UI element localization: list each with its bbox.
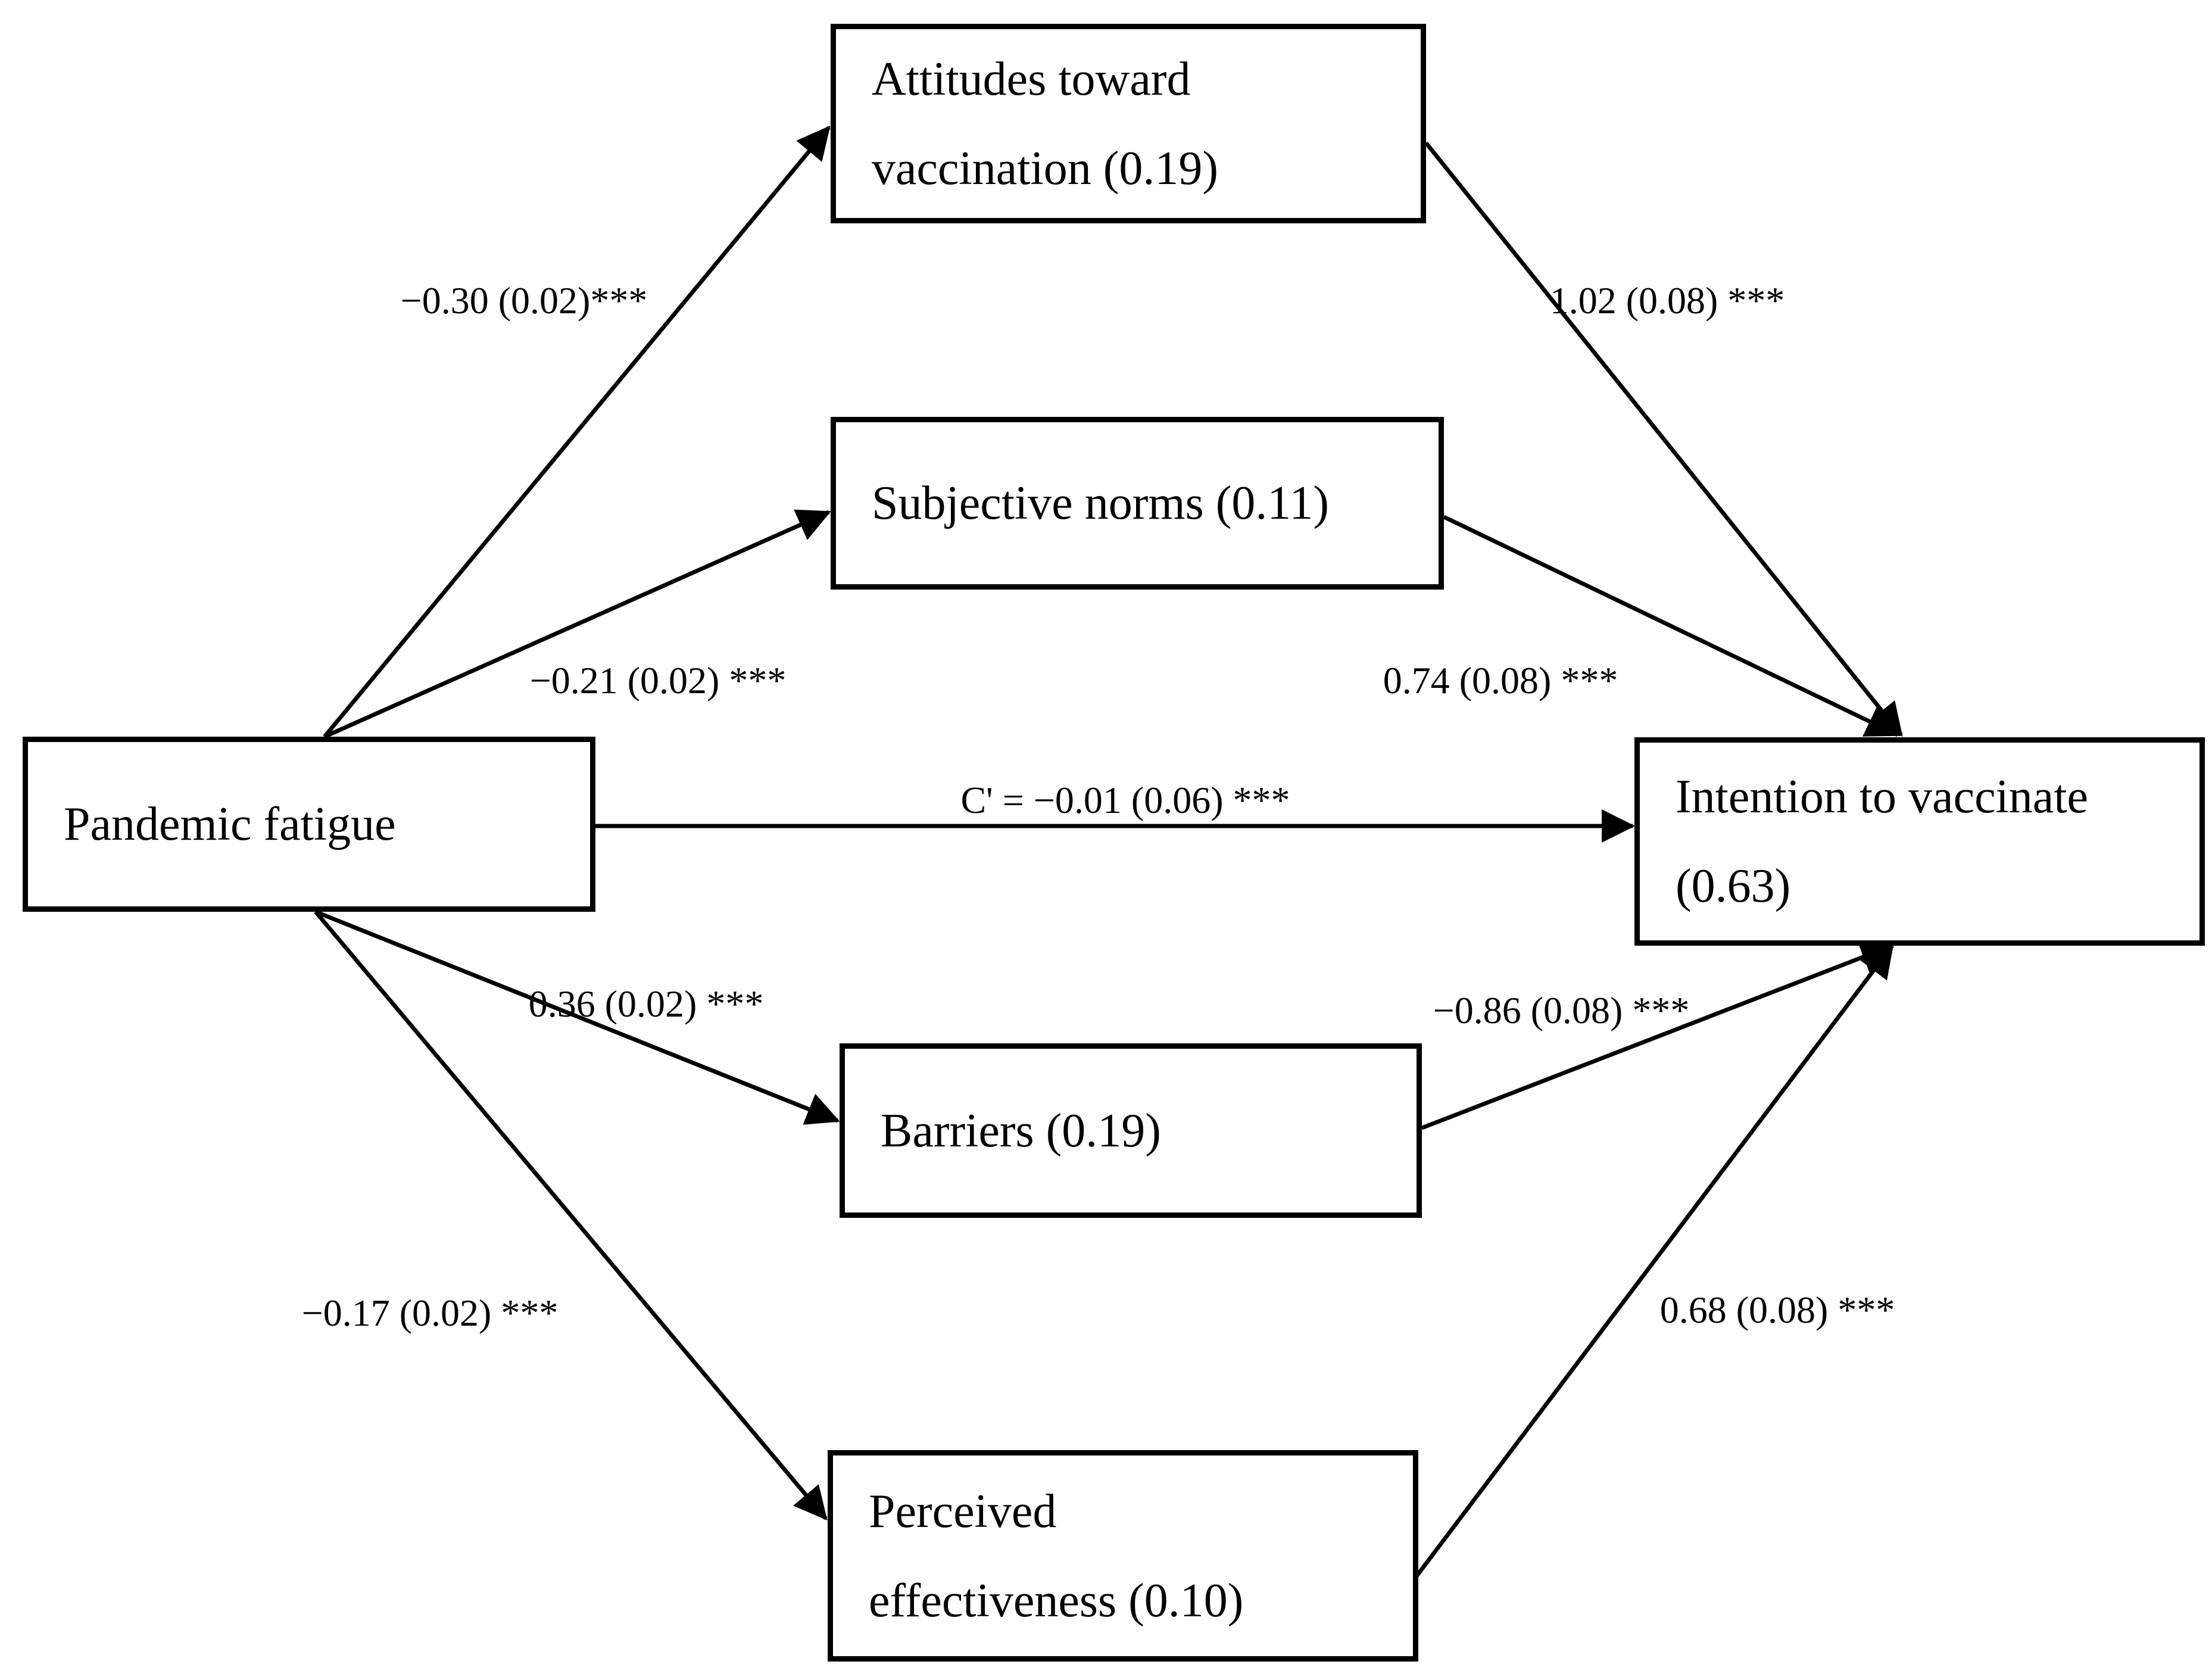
arrow-perceived-to-intention — [1414, 943, 1894, 1579]
arrow-fatigue-to-attitudes — [323, 125, 831, 738]
node-perceived-effectiveness: Perceived effectiveness (0.10) — [828, 1450, 1418, 1662]
coefficient-fatigue-to-subjective: −0.21 (0.02) *** — [529, 659, 787, 702]
coefficient-barriers-to-intention: −0.86 (0.08) *** — [1433, 989, 1690, 1031]
node-label: effectiveness (0.10) — [869, 1574, 1244, 1627]
node-label: Intention to vaccinate — [1676, 771, 2089, 823]
node-label: (0.63) — [1676, 860, 1791, 912]
coefficient-fatigue-to-perceived: −0.17 (0.02) *** — [301, 1292, 559, 1334]
coefficient-attitudes-to-intention: 1.02 (0.08) *** — [1549, 279, 1785, 322]
arrow-fatigue-to-barriers — [314, 909, 840, 1125]
coefficient-fatigue-to-attitudes: −0.30 (0.02)*** — [400, 279, 648, 322]
node-pandemic-fatigue: Pandemic fatigue — [23, 737, 595, 912]
arrow-subjective-to-intention — [1443, 515, 1900, 737]
node-label: Pandemic fatigue — [64, 798, 396, 850]
node-intention-to-vaccinate: Intention to vaccinate (0.63) — [1634, 737, 2205, 946]
node-subjective-norms: Subjective norms (0.11) — [831, 417, 1444, 590]
node-label: Subjective norms (0.11) — [872, 477, 1330, 529]
node-label: Attitudes toward — [872, 52, 1191, 105]
coefficient-subjective-to-intention: 0.74 (0.08) *** — [1383, 659, 1618, 702]
node-label: Barriers (0.19) — [881, 1104, 1161, 1157]
node-label: vaccination (0.19) — [872, 142, 1218, 195]
node-barriers: Barriers (0.19) — [840, 1043, 1422, 1218]
node-label: Perceived — [869, 1485, 1057, 1538]
node-attitudes-toward-vaccination: Attitudes toward vaccination (0.19) — [831, 24, 1426, 223]
coefficient-direct-path: C' = −0.01 (0.06) *** — [960, 779, 1290, 821]
arrow-fatigue-to-subjective — [323, 509, 831, 739]
arrow-barriers-to-intention — [1421, 941, 1895, 1130]
coefficient-fatigue-to-barriers: 0.36 (0.02) *** — [528, 983, 764, 1025]
coefficient-perceived-to-intention: 0.68 (0.08) *** — [1659, 1289, 1895, 1331]
arrow-attitudes-to-intention — [1424, 141, 1903, 737]
arrow-fatigue-to-perceived — [314, 910, 828, 1521]
